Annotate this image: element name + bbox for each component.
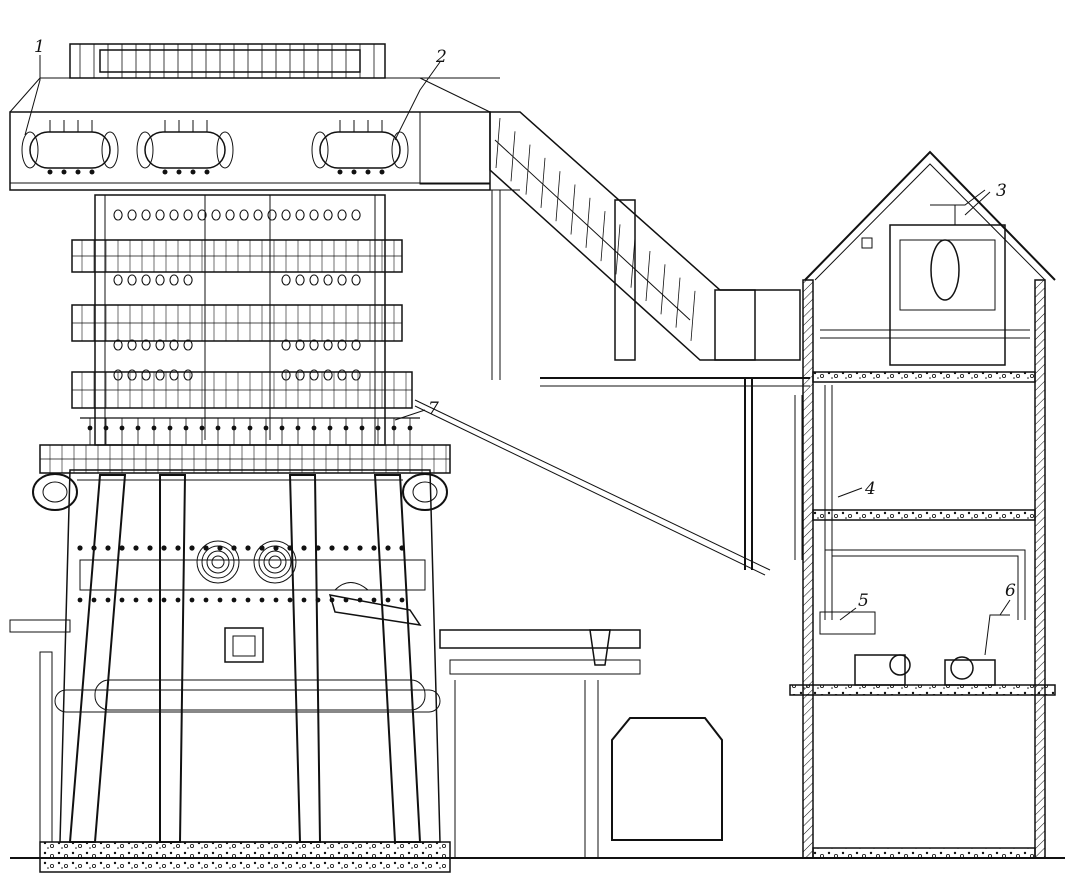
attic-tank-equipment xyxy=(820,189,1030,366)
cooling-loop xyxy=(267,209,277,221)
tuyere-ring xyxy=(253,540,297,584)
cooling-loop xyxy=(197,209,207,221)
cooling-loop xyxy=(309,209,319,221)
cooling-loop xyxy=(141,369,151,381)
cooling-loop xyxy=(323,209,333,221)
cooling-loop xyxy=(323,339,333,351)
cooling-loop xyxy=(183,209,193,221)
cooling-loop xyxy=(113,209,123,221)
cooling-loop xyxy=(351,274,361,286)
cooling-loop xyxy=(127,339,137,351)
platform-deck xyxy=(39,444,451,474)
cooling-loop xyxy=(183,274,193,286)
cooling-loop xyxy=(127,274,137,286)
cooling-loop xyxy=(169,369,179,381)
cooling-loop xyxy=(183,369,193,381)
valve-manifold-row xyxy=(80,417,420,445)
cooling-loop xyxy=(309,339,319,351)
cast-house-runner xyxy=(439,629,723,858)
steam-drum xyxy=(21,120,119,175)
cooling-loop xyxy=(253,209,263,221)
tuyere-ring xyxy=(206,550,230,574)
steam-drums xyxy=(21,120,409,175)
tuyere-ring xyxy=(201,545,235,579)
cooling-loop xyxy=(337,339,347,351)
cooling-loop xyxy=(337,369,347,381)
cooling-loop xyxy=(169,274,179,286)
cooling-loop xyxy=(281,274,291,286)
steam-drum xyxy=(136,120,234,175)
callout-5: 5 xyxy=(858,591,869,611)
cooling-loop xyxy=(141,339,151,351)
cooling-loop xyxy=(113,339,123,351)
cooling-loop xyxy=(281,369,291,381)
cooling-loop xyxy=(113,369,123,381)
inclined-gallery xyxy=(414,111,810,576)
callout-6: 6 xyxy=(1005,581,1016,601)
cooling-loop xyxy=(351,209,361,221)
hearth-structure xyxy=(54,469,441,843)
tuyere-ring xyxy=(268,555,282,569)
callout-1: 1 xyxy=(34,37,45,57)
cooling-loop xyxy=(141,209,151,221)
cooling-loop xyxy=(323,369,333,381)
cooling-loop xyxy=(113,274,123,286)
cooling-loop xyxy=(309,274,319,286)
callout-4: 4 xyxy=(864,479,876,499)
cooling-loop xyxy=(351,369,361,381)
left-side-runner xyxy=(9,619,71,843)
taphole-trough xyxy=(328,582,422,626)
cooling-loop xyxy=(295,209,305,221)
cooling-loop xyxy=(155,274,165,286)
cooling-loop xyxy=(169,209,179,221)
vertical-risers xyxy=(794,385,1026,620)
cooling-loop xyxy=(337,209,347,221)
drum-room xyxy=(9,111,520,191)
cooling-element-rows xyxy=(113,209,361,381)
cooling-loop xyxy=(183,339,193,351)
cooling-loop xyxy=(225,209,235,221)
cooling-loop xyxy=(239,209,249,221)
cooling-loop xyxy=(281,339,291,351)
bustle-pipe xyxy=(32,473,448,511)
cooling-loop xyxy=(169,339,179,351)
cooling-loop xyxy=(155,339,165,351)
cooling-loop xyxy=(351,339,361,351)
cooling-loop xyxy=(337,274,347,286)
cooling-loop xyxy=(295,339,305,351)
pump-units xyxy=(819,611,1010,686)
tuyere-ring xyxy=(263,550,287,574)
platform-deck xyxy=(71,239,403,273)
cooling-loop xyxy=(295,369,305,381)
platform-deck xyxy=(71,371,413,409)
top-hood xyxy=(9,43,500,185)
cooling-loop xyxy=(155,369,165,381)
platform-deck xyxy=(71,304,403,342)
cooling-loop xyxy=(127,209,137,221)
callout-7: 7 xyxy=(428,399,439,419)
cooling-loop xyxy=(211,209,221,221)
cooling-loop xyxy=(281,209,291,221)
leader-lines xyxy=(24,55,1011,621)
callout-labels: 1 2 3 4 5 6 7 xyxy=(34,37,1016,611)
platform-decks xyxy=(39,239,451,474)
cooling-loop xyxy=(155,209,165,221)
tuyere-rings xyxy=(77,540,405,603)
steam-drum xyxy=(311,120,409,175)
cooling-loop xyxy=(323,274,333,286)
pump-house xyxy=(789,150,1056,859)
cooling-loop xyxy=(141,274,151,286)
callout-2: 2 xyxy=(435,47,447,67)
support-columns xyxy=(68,474,422,843)
cooling-loop xyxy=(309,369,319,381)
cooling-loop xyxy=(127,369,137,381)
tuyere-ring xyxy=(196,540,240,584)
furnace-foundation xyxy=(39,841,451,873)
cooling-loop xyxy=(295,274,305,286)
callout-3: 3 xyxy=(996,181,1007,201)
tuyere-ring xyxy=(211,555,225,569)
